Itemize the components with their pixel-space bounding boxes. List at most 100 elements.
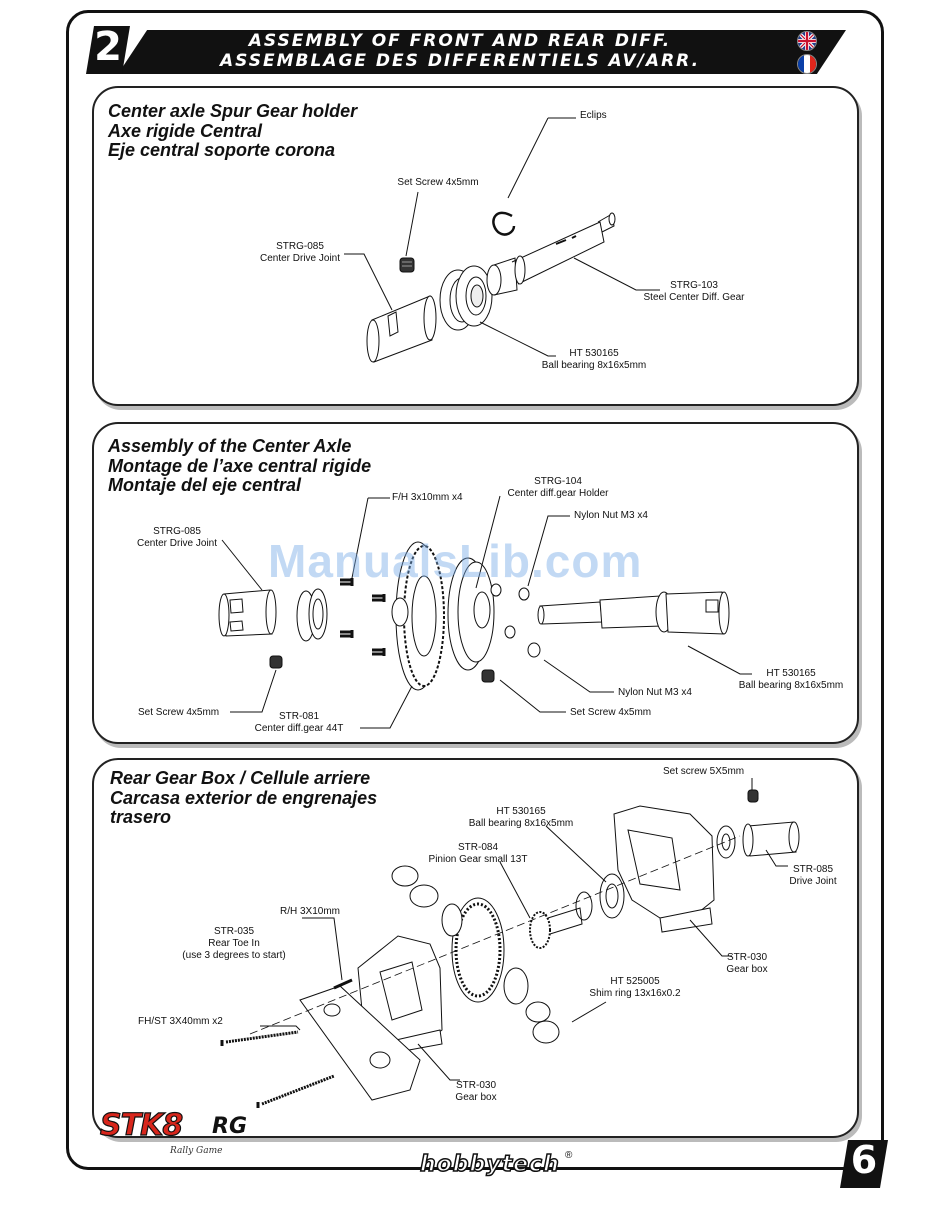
label-center-diff-gear: STRG-103 Steel Center Diff. Gear [644,280,745,304]
label-nylon-nut-top: Nylon Nut M3 x4 [574,510,648,521]
label-s3-bearing-name: Ball bearing 8x16x5mm [468,818,574,829]
header-title-line2: ASSEMBLAGE DES DIFFERENTIELS AV/ARR. [219,51,701,71]
page-number: 6 [850,1138,878,1182]
label-eclips: Eclips [580,110,607,121]
eclip-part [492,211,516,236]
label-s3-bearing-code: HT 530165 [496,806,546,817]
maker-logo: hobbytech [419,1151,560,1178]
section3-title: Rear Gear Box / Cellule arriere Carcasa … [110,768,378,828]
brand-script: Rally Game [170,1146,223,1156]
rear-toe-in-part [299,985,421,1101]
section2-title-fr: Montage de l’axe central rigide [108,455,372,476]
label-gearbox-right-name: Gear box [726,964,768,975]
label-gearbox-bottom-code: STR-030 [455,1080,497,1091]
set-screw-part [399,257,415,273]
label-s2-bearing-name: Ball bearing 8x16x5mm [738,680,844,691]
brand-logo: STK8 [99,1107,183,1143]
label-s2-ball-bearing: HT 530165 Ball bearing 8x16x5mm [739,668,844,692]
section-center-axle-spur [92,86,859,406]
section3-title-en: Rear Gear Box / Cellule arriere [110,768,371,788]
label-drive-joint-str085: STR-085 Drive Joint [789,864,836,888]
label-s3-drive-joint-name: Drive Joint [789,876,837,887]
uk-flag-icon [797,31,817,51]
label-gearbox-right-code: STR-030 [726,952,768,963]
label-toe-name: Rear Toe In [208,938,260,949]
header-title: ASSEMBLY OF FRONT AND REAR DIFF. ASSEMBL… [170,31,750,71]
label-shim-code: HT 525005 [610,976,660,987]
shim-rings-part [391,865,560,1044]
label-s2-gear-name: Center diff.gear 44T [254,723,344,734]
label-gearbox-right: STR-030 Gear box [726,952,767,976]
gearbox-right-housing-part [613,805,715,933]
set-screws-section2-part [269,655,495,683]
drive-joint-str085-part [742,821,800,857]
label-fh-st-screw: FH/ST 3X40mm x2 [138,1016,223,1027]
label-toe-code: STR-035 [213,926,255,937]
step-number: 2 [94,24,122,70]
gearbox-bearing-part [716,825,736,859]
label-set-screw-5x5: Set screw 5X5mm [663,766,745,777]
label-ball-bearing: HT 530165 Ball bearing 8x16x5mm [542,348,647,372]
watermark: ManualsLib.com [268,535,643,587]
label-pinion-gear: STR-084 Pinion Gear small 13T [429,842,528,866]
fh-screws-part [340,578,386,656]
center-drive-joint-left-part [218,589,277,637]
section1-title-en: Center axle Spur Gear holder [108,101,358,121]
label-s2-gear-code: STR-081 [278,711,320,722]
page-frame [66,10,884,1170]
label-shim-ring: HT 525005 Shim ring 13x16x0.2 [589,976,680,1000]
left-bearing-part [296,588,328,642]
page-badge [840,1140,888,1188]
section3-title-es1: Carcasa exterior de engrenajes [110,787,378,808]
label-s2-drive-joint-code: STRG-085 [153,526,201,537]
pinion-gear-13t-part [529,907,583,949]
steel-center-diff-gear-part [486,212,616,296]
label-s3-drive-joint-code: STR-085 [792,864,833,875]
gearbox-input-bearing-part [575,873,625,921]
label-set-screw-left: Set Screw 4x5mm [138,707,220,718]
rh-screw-part [333,978,353,990]
center-axle-shaft-part [537,595,663,629]
label-fh-screw: F/H 3x10mm x4 [392,492,463,503]
section2-title: Assembly of the Center Axle Montage de l… [108,436,372,496]
label-center-diff-gear-holder: STRG-104 Center diff.gear Holder [508,476,609,500]
label-holder-code: STRG-104 [534,476,582,487]
section3-title-es2: trasero [110,807,172,827]
header-band [118,30,846,74]
label-set-screw-right: Set Screw 4x5mm [570,707,652,718]
section1-title: Center axle Spur Gear holder Axe rigide … [108,101,358,161]
maker-registered-mark: ® [565,1150,573,1161]
label-holder-name: Center diff.gear Holder [507,488,609,499]
header-title-line1: ASSEMBLY OF FRONT AND REAR DIFF. [248,31,672,51]
label-bearing-name: Ball bearing 8x16x5mm [541,360,647,371]
label-gearbox-bottom: STR-030 Gear box [455,1080,496,1104]
label-bearing-code: HT 530165 [569,348,619,359]
label-drive-joint-name: Center Drive Joint [259,253,341,264]
label-set-screw: Set Screw 4x5mm [397,177,479,188]
rear-diff-ring-gear-part [441,897,529,1005]
label-shim-name: Shim ring 13x16x0.2 [589,988,681,999]
section2-title-en: Assembly of the Center Axle [108,436,352,456]
section1-title-fr: Axe rigide Central [108,120,263,141]
france-flag-icon [797,54,817,74]
label-pinion-code: STR-084 [457,842,498,853]
label-drive-joint-code: STRG-085 [276,241,324,252]
step-badge [86,26,130,74]
nylon-nuts-part [490,583,541,658]
fh-st-3x40-screws-part [220,1030,335,1108]
label-pinion-name: Pinion Gear small 13T [428,854,528,865]
label-gear-name: Steel Center Diff. Gear [643,292,745,303]
label-nylon-nut-bottom: Nylon Nut M3 x4 [618,687,692,698]
label-toe-note: (use 3 degrees to start) [182,950,286,961]
center-diff-gear-44t-part [391,541,445,691]
label-rear-toe-in: STR-035 Rear Toe In (use 3 degrees to st… [182,926,285,962]
label-rh-screw: R/H 3X10mm [279,906,341,917]
label-drive-joint: STRG-085 Center Drive Joint [260,241,340,265]
label-gearbox-bottom-name: Gear box [455,1092,497,1103]
section2-title-es: Montaje del eje central [108,475,302,495]
ball-bearing-part [439,265,493,331]
section1-title-es: Eje central soporte corona [108,140,336,160]
label-center-diff-gear-44t: STR-081 Center diff.gear 44T [255,711,344,735]
label-s3-ball-bearing: HT 530165 Ball bearing 8x16x5mm [469,806,574,830]
